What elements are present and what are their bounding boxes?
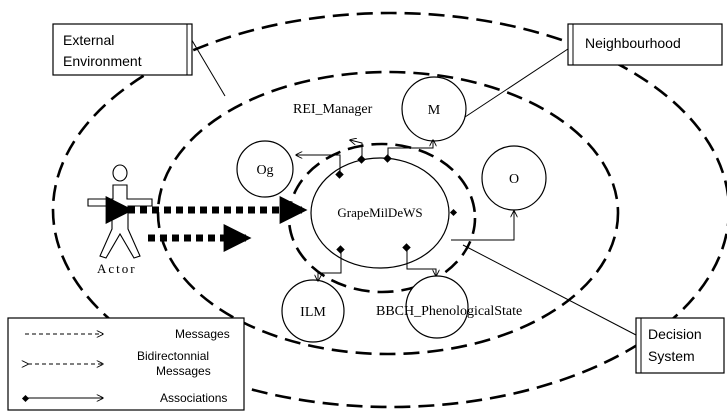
neighbourhood-box: [567, 23, 723, 66]
m-label: M: [428, 103, 441, 118]
legend: Messages Bidirectonnial Messages Associa…: [7, 317, 245, 411]
external-label-line2: Environment: [63, 53, 142, 69]
grapemildews-label: GrapeMilDeWS: [337, 205, 422, 220]
association-o: [451, 211, 514, 241]
external-environment-box: [52, 23, 193, 76]
legend-associations-label: Associations: [160, 391, 227, 405]
o-node: [481, 145, 547, 211]
grapemildews-node: [310, 157, 450, 269]
actor-label: Actor: [97, 261, 137, 276]
bbch-label: BBCH_PhenologicalState: [376, 304, 522, 319]
decision-label-line2: System: [648, 348, 695, 364]
decision-system-box: [635, 317, 725, 374]
external-label-line1: External: [63, 32, 114, 48]
legend-bidirectional-label-2: Messages: [156, 364, 211, 378]
rei-manager-label: REI_Manager: [293, 102, 373, 117]
legend-bidirectional-label-1: Bidirectonnial: [137, 349, 209, 363]
external-pointer-line: [189, 36, 226, 97]
neighbourhood-pointer-line: [464, 42, 578, 118]
neighbourhood-label: Neighbourhood: [585, 35, 681, 51]
o-label: O: [509, 172, 519, 187]
ilm-node: [281, 279, 345, 343]
ilm-label: ILM: [300, 305, 326, 320]
decision-label-line1: Decision: [648, 326, 702, 342]
decision-system-boundary: [287, 142, 477, 294]
legend-messages-label: Messages: [175, 327, 230, 341]
association-ilm: [318, 245, 345, 281]
association-bbch: [402, 243, 436, 276]
og-label: Og: [256, 163, 273, 178]
association-rei: [350, 140, 366, 164]
association-m: [383, 140, 433, 163]
association-og: [296, 155, 344, 179]
external-environment-boundary: [51, 11, 727, 409]
association-end-right: [449, 208, 458, 217]
legend-association-diamond: [21, 394, 30, 403]
decision-pointer-line: [462, 244, 637, 336]
